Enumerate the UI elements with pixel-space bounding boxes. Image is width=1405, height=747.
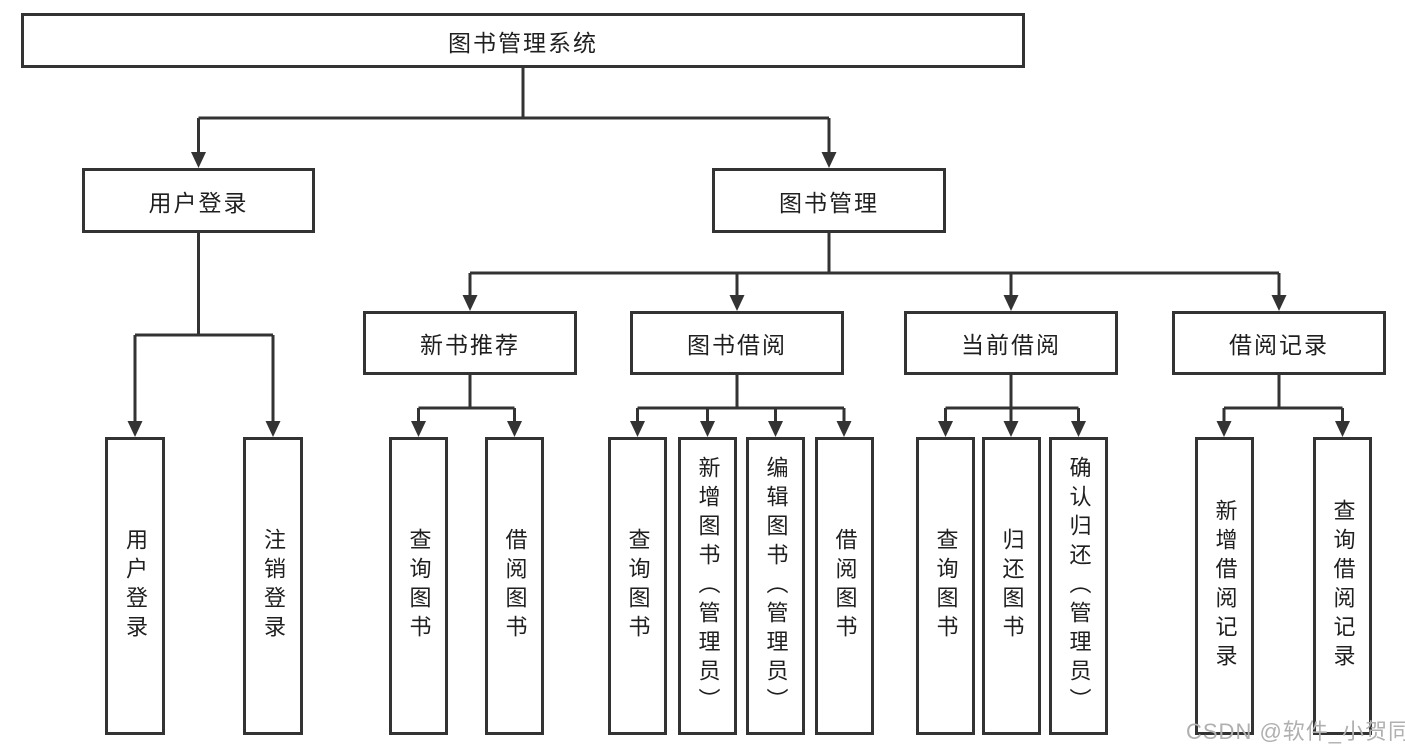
node-new-book-recommend-label: 新书推荐 xyxy=(420,332,520,358)
leaf-current-query-books-label: 查询图书 xyxy=(933,528,959,644)
node-book-borrowing-label: 图书借阅 xyxy=(687,332,787,358)
arrowheads xyxy=(127,152,1350,437)
node-root-system: 图书管理系统 xyxy=(21,13,1025,68)
leaf-current-confirm-return-admin: 确认归还（管理员） xyxy=(1049,437,1108,735)
leaf-current-confirm-return-admin-label: 确认归还（管理员） xyxy=(1066,455,1092,717)
node-root-label: 图书管理系统 xyxy=(448,29,598,56)
leaf-newbooks-query-books: 查询图书 xyxy=(389,437,448,735)
node-new-book-recommend: 新书推荐 xyxy=(363,311,577,375)
leaf-borrow-add-books-admin: 新增图书（管理员） xyxy=(678,437,737,735)
node-current-borrowing: 当前借阅 xyxy=(904,311,1118,375)
leaf-user-login: 用户登录 xyxy=(105,437,165,735)
leaf-records-add-record-label: 新增借阅记录 xyxy=(1212,499,1238,673)
leaf-borrow-borrow-books-label: 借阅图书 xyxy=(832,528,858,644)
node-user-login: 用户登录 xyxy=(82,168,315,233)
node-book-borrowing: 图书借阅 xyxy=(630,311,844,375)
leaf-current-return-books: 归还图书 xyxy=(982,437,1041,735)
leaf-borrow-edit-books-admin-label: 编辑图书（管理员） xyxy=(763,455,789,717)
node-user-login-label: 用户登录 xyxy=(148,189,249,216)
leaf-records-query-record: 查询借阅记录 xyxy=(1313,437,1372,735)
leaf-current-query-books: 查询图书 xyxy=(916,437,975,735)
leaf-logout-label: 注销登录 xyxy=(261,528,286,644)
csdn-watermark: CSDN @软件_小贺同学 xyxy=(1186,719,1405,744)
node-book-management-label: 图书管理 xyxy=(779,189,879,216)
leaf-current-return-books-label: 归还图书 xyxy=(999,528,1025,644)
leaf-user-login-label: 用户登录 xyxy=(123,528,148,644)
leaf-borrow-query-books-label: 查询图书 xyxy=(625,528,651,644)
leaf-borrow-borrow-books: 借阅图书 xyxy=(815,437,874,735)
leaf-borrow-add-books-admin-label: 新增图书（管理员） xyxy=(695,455,721,717)
connector-paths xyxy=(133,68,1344,423)
node-borrow-records-label: 借阅记录 xyxy=(1229,332,1329,358)
leaf-records-query-record-label: 查询借阅记录 xyxy=(1330,499,1356,673)
leaf-newbooks-query-books-label: 查询图书 xyxy=(406,528,432,644)
node-borrow-records: 借阅记录 xyxy=(1172,311,1386,375)
node-book-management: 图书管理 xyxy=(712,168,946,233)
leaf-newbooks-borrow-books-label: 借阅图书 xyxy=(502,528,528,644)
leaf-logout: 注销登录 xyxy=(243,437,303,735)
leaf-borrow-edit-books-admin: 编辑图书（管理员） xyxy=(746,437,805,735)
leaf-newbooks-borrow-books: 借阅图书 xyxy=(485,437,544,735)
leaf-borrow-query-books: 查询图书 xyxy=(608,437,667,735)
node-current-borrowing-label: 当前借阅 xyxy=(961,332,1061,358)
leaf-records-add-record: 新增借阅记录 xyxy=(1195,437,1254,735)
